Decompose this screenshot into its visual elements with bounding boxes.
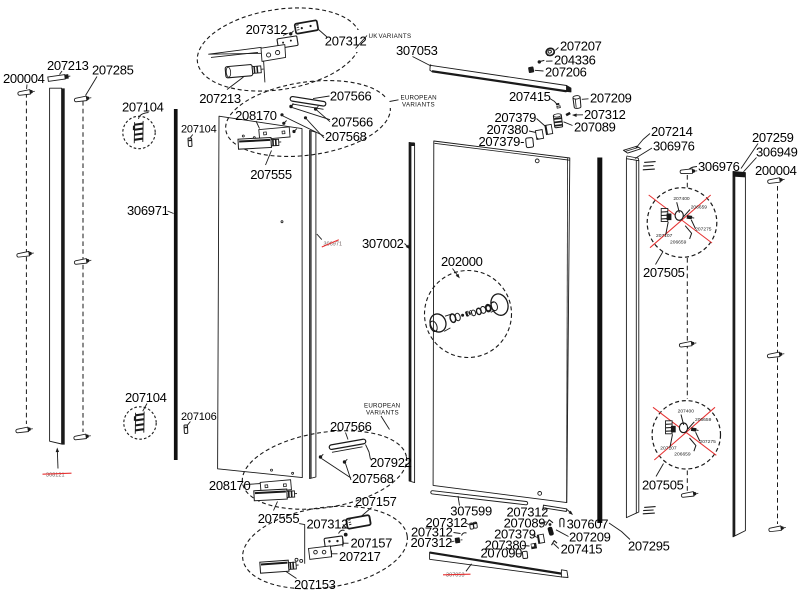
- svg-text:308121: 308121: [46, 473, 65, 479]
- svg-text:207312: 207312: [426, 515, 468, 530]
- svg-text:207153: 207153: [294, 577, 336, 592]
- svg-text:207209: 207209: [590, 91, 632, 106]
- svg-text:207104: 207104: [122, 99, 164, 114]
- svg-text:307607: 307607: [567, 516, 609, 531]
- svg-text:UK: UK: [369, 33, 379, 40]
- svg-text:206659: 206659: [691, 205, 708, 211]
- svg-text:207380: 207380: [485, 538, 527, 553]
- svg-text:207415: 207415: [509, 89, 551, 104]
- svg-text:306949: 306949: [756, 145, 798, 160]
- svg-text:207089: 207089: [504, 516, 546, 531]
- svg-text:EUROPEAN: EUROPEAN: [364, 403, 400, 410]
- svg-text:207107: 207107: [656, 233, 673, 239]
- svg-text:207312: 207312: [584, 107, 626, 122]
- svg-text:306971: 306971: [324, 242, 343, 248]
- svg-text:207400: 207400: [678, 408, 695, 414]
- svg-text:306976: 306976: [698, 159, 740, 174]
- svg-text:207107: 207107: [660, 446, 677, 452]
- svg-text:207379-: 207379-: [479, 134, 525, 149]
- svg-text:207157: 207157: [355, 494, 397, 509]
- svg-text:306976: 306976: [653, 139, 695, 154]
- svg-text:207312: 207312: [411, 525, 453, 540]
- svg-text:207090: 207090: [481, 546, 523, 561]
- svg-text:202000: 202000: [441, 254, 483, 269]
- svg-text:206659: 206659: [695, 417, 712, 423]
- svg-text:207275: 207275: [700, 439, 717, 445]
- svg-text:207104: 207104: [181, 124, 217, 136]
- svg-text:307053: 307053: [396, 43, 438, 58]
- svg-text:207312: 207312: [307, 517, 349, 532]
- svg-text:207566: 207566: [331, 115, 373, 130]
- svg-text:207312: 207312: [507, 504, 549, 519]
- svg-text:207380: 207380: [487, 122, 529, 137]
- svg-text:207568: 207568: [325, 129, 367, 144]
- svg-text:207400: 207400: [673, 196, 690, 202]
- svg-text:207285: 207285: [92, 62, 134, 77]
- svg-text:207259: 207259: [752, 130, 794, 145]
- svg-text:207566: 207566: [330, 419, 372, 434]
- svg-text:207089: 207089: [574, 120, 616, 135]
- svg-text:207379: 207379: [495, 110, 537, 125]
- svg-text:204336: 204336: [554, 53, 596, 68]
- svg-text:207213: 207213: [47, 58, 89, 73]
- svg-text:207566: 207566: [330, 89, 372, 104]
- svg-text:206659: 206659: [670, 239, 687, 245]
- svg-text:207312: 207312: [411, 535, 453, 550]
- svg-text:208170: 208170: [235, 108, 277, 123]
- svg-text:207207: 207207: [560, 39, 602, 54]
- svg-text:EUROPEAN: EUROPEAN: [401, 95, 437, 102]
- svg-text:207106: 207106: [181, 411, 217, 423]
- svg-text:307053: 307053: [446, 572, 465, 578]
- svg-text:207555: 207555: [258, 511, 300, 526]
- svg-text:207217: 207217: [339, 549, 381, 564]
- svg-text:206659: 206659: [674, 452, 691, 458]
- svg-text:307599: 307599: [450, 504, 492, 519]
- svg-text:207379: 207379: [494, 526, 536, 541]
- svg-text:207505: 207505: [642, 478, 684, 493]
- svg-text:200004: 200004: [3, 71, 45, 86]
- svg-text:207209: 207209: [569, 530, 611, 545]
- svg-text:307002: 307002: [362, 236, 404, 251]
- svg-text:VARIANTS: VARIANTS: [402, 102, 435, 109]
- svg-text:207157: 207157: [351, 536, 393, 551]
- svg-text:207295: 207295: [628, 539, 670, 554]
- svg-text:207213: 207213: [199, 91, 241, 106]
- svg-text:207555: 207555: [250, 167, 292, 182]
- svg-text:208170: 208170: [209, 478, 251, 493]
- svg-text:207312: 207312: [246, 22, 288, 37]
- svg-text:207568: 207568: [352, 471, 394, 486]
- svg-text:VARIANTS: VARIANTS: [379, 33, 412, 40]
- svg-text:207415: 207415: [561, 542, 603, 557]
- svg-text:207505: 207505: [643, 265, 685, 280]
- svg-text:200004: 200004: [755, 163, 797, 178]
- svg-text:306971: 306971: [127, 203, 169, 218]
- svg-text:VARIANTS: VARIANTS: [366, 410, 399, 417]
- svg-text:207214: 207214: [651, 124, 693, 139]
- svg-text:207104: 207104: [125, 390, 167, 405]
- svg-text:207312: 207312: [325, 34, 367, 49]
- svg-text:207922: 207922: [370, 455, 412, 470]
- svg-text:207206: 207206: [545, 65, 587, 80]
- svg-text:207275: 207275: [695, 227, 712, 233]
